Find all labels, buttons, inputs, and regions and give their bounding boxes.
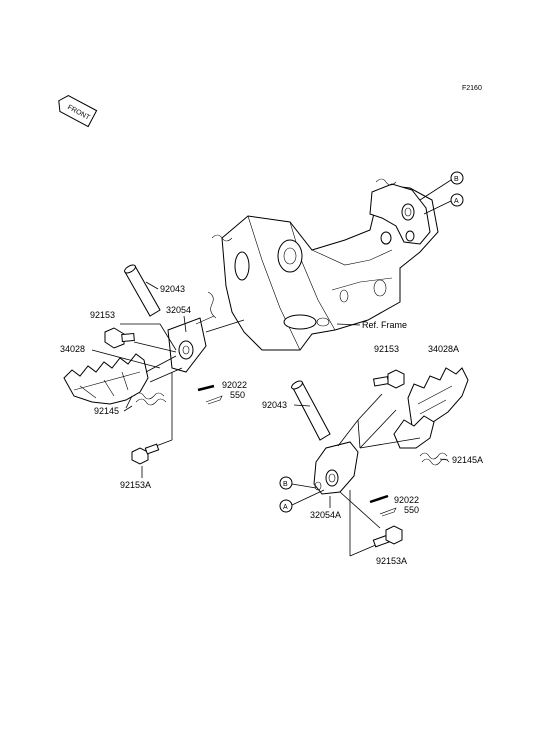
svg-text:B: B	[454, 176, 459, 183]
svg-text:A: A	[283, 504, 288, 511]
label-32054a-right: 32054A	[310, 510, 341, 520]
diagram-code: F2160	[462, 85, 482, 92]
ref-frame-label: Ref. Frame	[362, 320, 407, 330]
bracket-32054a-right	[313, 441, 359, 495]
bolt-92153a-left	[131, 443, 160, 465]
svg-text:B: B	[283, 481, 288, 488]
bolt-92153-right	[372, 369, 405, 389]
pin-92043-left	[124, 264, 161, 317]
footpeg-34028a-right	[393, 367, 469, 449]
pin-92022-left	[197, 384, 215, 392]
spring-92145-left	[125, 392, 167, 409]
footpeg-34028-left	[63, 353, 149, 405]
label-92153-left: 92153	[90, 310, 115, 320]
label-34028-left: 34028	[60, 344, 85, 354]
label-92153-right: 92153	[374, 344, 399, 354]
label-92153a-left: 92153A	[120, 480, 151, 490]
label-92145a-right: 92145A	[452, 455, 483, 465]
label-92043-left: 92043	[160, 284, 185, 294]
frame-assembly	[207, 178, 439, 351]
bracket-32054-left	[167, 315, 215, 373]
marker-b-right: B	[279, 476, 317, 490]
front-direction-marker: FRONT	[58, 95, 98, 128]
label-92022-right: 92022	[394, 495, 419, 505]
svg-text:A: A	[454, 198, 459, 205]
bolt-92153-left	[104, 327, 135, 349]
pin-92022-right	[369, 494, 389, 504]
label-550-right: 550	[404, 505, 419, 515]
cotter-550-right	[379, 507, 397, 517]
label-32054-left: 32054	[166, 305, 191, 315]
marker-b-frame: B	[419, 171, 464, 201]
label-34028a-right: 34028A	[428, 344, 459, 354]
marker-a-right: A	[279, 489, 325, 513]
spring-92145a-right	[419, 452, 450, 466]
label-92043-right: 92043	[262, 400, 287, 410]
pin-92043-right	[291, 380, 331, 441]
cotter-550-left	[205, 395, 223, 405]
bolt-92153a-right	[372, 525, 403, 548]
label-92153a-right: 92153A	[376, 556, 407, 566]
label-92145-left: 92145	[94, 406, 119, 416]
label-92022-left: 92022	[222, 380, 247, 390]
label-550-left: 550	[230, 390, 245, 400]
marker-a-frame: A	[423, 193, 464, 215]
